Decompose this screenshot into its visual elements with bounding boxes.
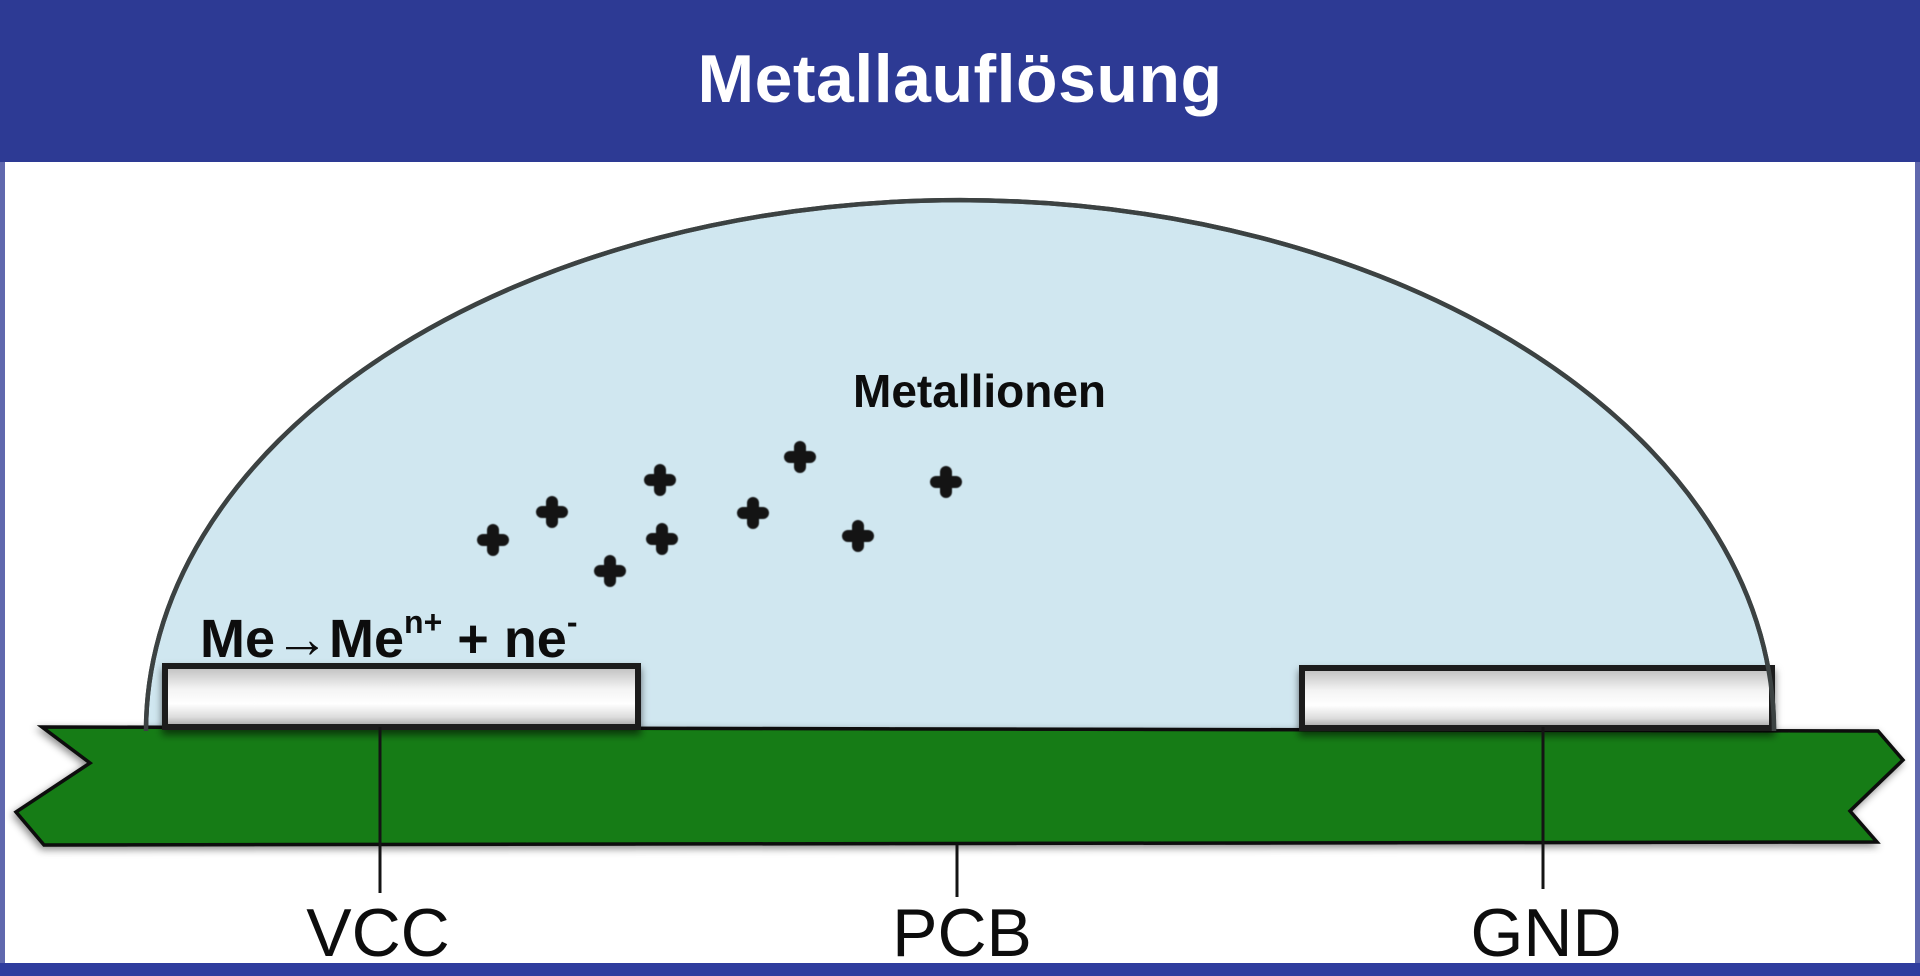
pcb-label: PCB	[892, 895, 1032, 971]
vcc-pad	[162, 663, 641, 730]
header-bar: Metallauflösung	[0, 0, 1920, 162]
metal-ion	[646, 523, 678, 555]
metal-ion	[737, 497, 769, 529]
metal-ion	[930, 466, 962, 498]
bottom-frame-border	[0, 963, 1920, 976]
metal-ion	[536, 496, 568, 528]
right-frame-border	[1915, 162, 1920, 976]
arrow-right-icon: →	[275, 609, 330, 669]
gnd-pad	[1299, 665, 1775, 731]
equation-me: Me	[200, 609, 276, 669]
equation-superscript-minus: -	[566, 604, 578, 640]
metal-ion	[842, 520, 874, 552]
page-title: Metallauflösung	[697, 41, 1223, 117]
metal-ion	[594, 555, 626, 587]
equation-me2: Me	[329, 609, 405, 669]
metal-ions-label: Metallionen	[853, 365, 1107, 417]
metal-ion	[784, 441, 816, 473]
droplet-outline	[143, 197, 1777, 732]
gnd-label: GND	[1470, 895, 1622, 971]
left-frame-border	[0, 162, 5, 976]
dissolution-equation: Me→Men+ + ne-	[200, 604, 578, 670]
metal-ion	[477, 524, 509, 556]
pcb-board	[13, 725, 1906, 847]
equation-plus: +	[442, 609, 504, 669]
vcc-label: VCC	[306, 895, 450, 971]
equation-ne: ne	[503, 609, 567, 669]
equation-superscript-n-plus: n+	[404, 604, 443, 640]
metal-ion	[644, 464, 676, 496]
